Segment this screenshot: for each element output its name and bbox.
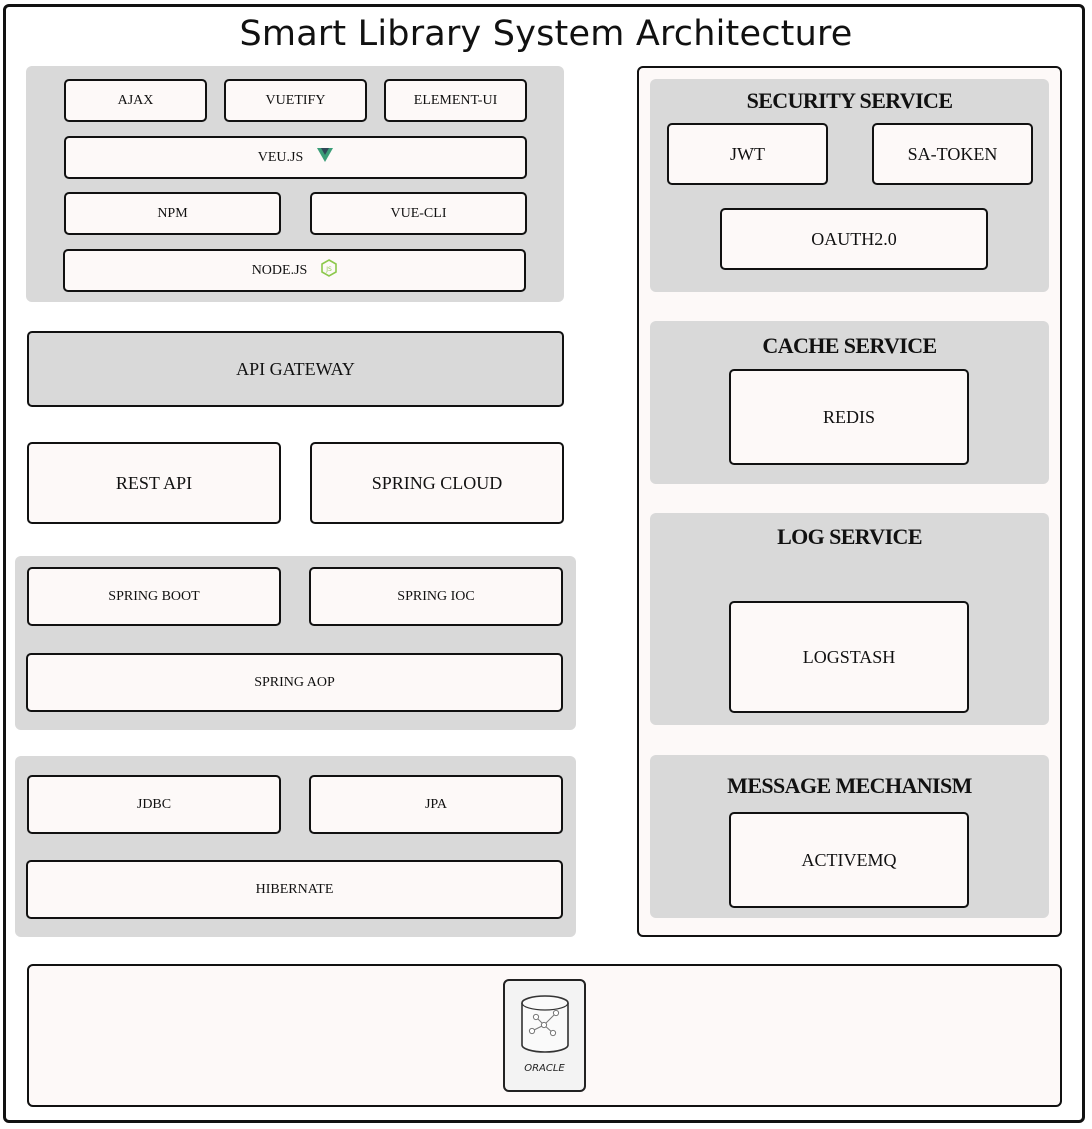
vuejs-label: VEU.JS xyxy=(257,149,304,165)
nodejs-box: NODE.JS JS xyxy=(63,249,526,292)
jdbc-box: JDBC xyxy=(27,775,281,834)
npm-box: NPM xyxy=(64,192,281,235)
jpa-box: JPA xyxy=(309,775,563,834)
vuetify-box: VUETIFY xyxy=(224,79,367,122)
rest-api-box: REST API xyxy=(27,442,281,524)
redis-box: REDIS xyxy=(729,369,969,465)
activemq-box: ACTIVEMQ xyxy=(729,812,969,908)
diagram-title: Smart Library System Architecture xyxy=(239,14,853,54)
hibernate-box: HIBERNATE xyxy=(26,860,563,919)
database-icon xyxy=(521,995,569,1053)
vue-logo-icon xyxy=(317,148,334,167)
vuejs-box: VEU.JS xyxy=(64,136,527,179)
sa-token-box: SA-TOKEN xyxy=(872,123,1033,185)
oauth-box: OAUTH2.0 xyxy=(720,208,988,270)
nodejs-label: NODE.JS xyxy=(251,262,308,278)
cache-title: CACHE SERVICE xyxy=(762,333,937,358)
element-ui-box: ELEMENT-UI xyxy=(384,79,527,122)
vue-cli-box: VUE-CLI xyxy=(310,192,527,235)
oracle-database: ORACLE xyxy=(503,979,586,1092)
security-title: SECURITY SERVICE xyxy=(746,88,953,113)
jwt-box: JWT xyxy=(667,123,828,185)
spring-cloud-box: SPRING CLOUD xyxy=(310,442,564,524)
message-title: MESSAGE MECHANISM xyxy=(727,773,972,798)
log-title: LOG SERVICE xyxy=(777,524,922,549)
nodejs-logo-icon: JS xyxy=(321,259,338,282)
api-gateway-box: API GATEWAY xyxy=(27,331,564,407)
spring-boot-box: SPRING BOOT xyxy=(27,567,281,626)
spring-aop-box: SPRING AOP xyxy=(26,653,563,712)
logstash-box: LOGSTASH xyxy=(729,601,969,713)
spring-ioc-box: SPRING IOC xyxy=(309,567,563,626)
svg-text:JS: JS xyxy=(326,266,333,273)
ajax-box: AJAX xyxy=(64,79,207,122)
oracle-label: ORACLE xyxy=(524,1063,565,1074)
